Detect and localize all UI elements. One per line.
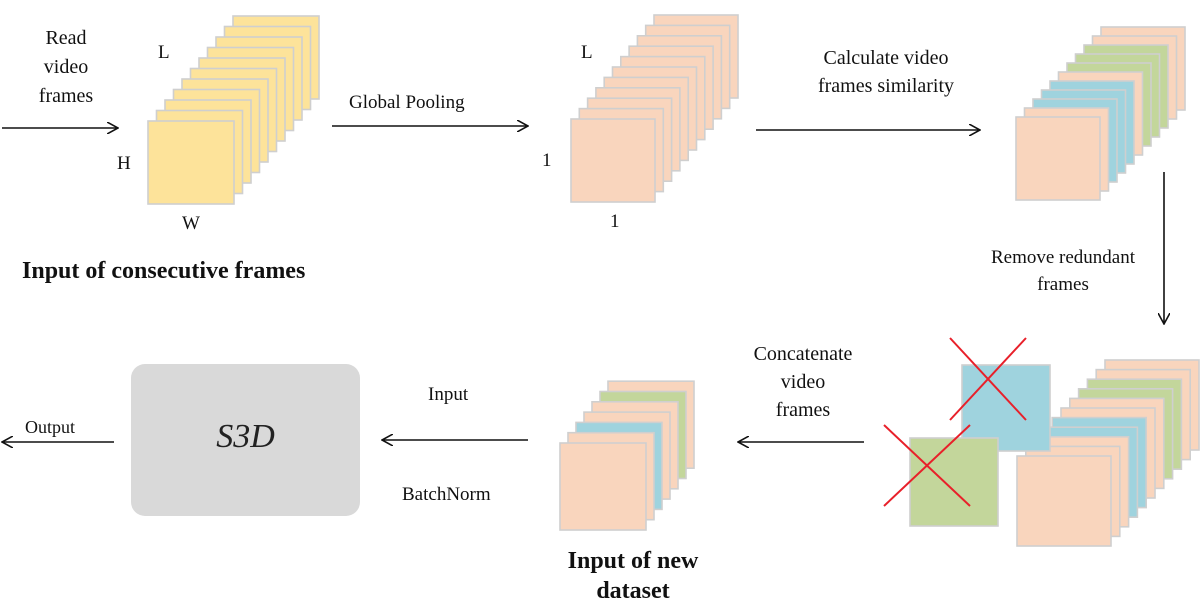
remove-line-2: frames xyxy=(1037,274,1089,295)
new-dataset-stack-frame xyxy=(559,442,647,531)
dim-l-label-2: L xyxy=(581,42,593,63)
read-line-1: Read xyxy=(45,27,87,49)
dim-one-bottom-label: 1 xyxy=(610,211,620,232)
caption-line-2: dataset xyxy=(596,578,670,604)
s3d-model-box: S3D xyxy=(131,364,360,516)
removed-green-frame xyxy=(909,437,999,527)
new-dataset-caption: Input of new dataset xyxy=(536,546,730,606)
calc-line-1: Calculate video xyxy=(823,47,949,69)
remove-line-1: Remove redundant xyxy=(990,247,1136,268)
read-line-2: video xyxy=(43,56,89,78)
removed-cross-mark xyxy=(949,337,1027,421)
output-label: Output xyxy=(25,417,76,437)
yellow-stack-frame xyxy=(147,120,235,205)
input-label: Input xyxy=(428,384,469,405)
concat-line-3: frames xyxy=(775,399,831,421)
pooled-stack-frame xyxy=(570,118,656,203)
removed-blue-frame xyxy=(961,364,1051,452)
caption-line-1: Input of new xyxy=(567,548,699,574)
batchnorm-label: BatchNorm xyxy=(402,484,491,505)
dim-h-label: H xyxy=(117,153,131,174)
calc-line-2: frames similarity xyxy=(817,75,955,97)
concatenate-label: Concatenate video frames xyxy=(730,340,876,424)
removed-group-right-frame xyxy=(1016,455,1112,547)
global-pooling-label: Global Pooling xyxy=(349,92,465,113)
s3d-label: S3D xyxy=(216,418,275,455)
consecutive-frames-caption: Input of consecutive frames xyxy=(22,258,306,284)
read-line-3: frames xyxy=(38,85,94,107)
calculate-similarity-label: Calculate video frames similarity xyxy=(786,44,986,100)
dim-one-left-label: 1 xyxy=(542,150,552,171)
remove-redundant-label: Remove redundant frames xyxy=(960,244,1166,298)
concat-line-2: video xyxy=(780,371,826,393)
concat-line-1: Concatenate xyxy=(753,343,853,365)
dim-l-label: L xyxy=(158,42,170,63)
read-video-frames-label: Read video frames xyxy=(26,24,106,111)
removed-cross-mark xyxy=(883,424,971,507)
dim-w-label: W xyxy=(182,213,200,234)
similarity-stack-frame xyxy=(1015,116,1101,201)
